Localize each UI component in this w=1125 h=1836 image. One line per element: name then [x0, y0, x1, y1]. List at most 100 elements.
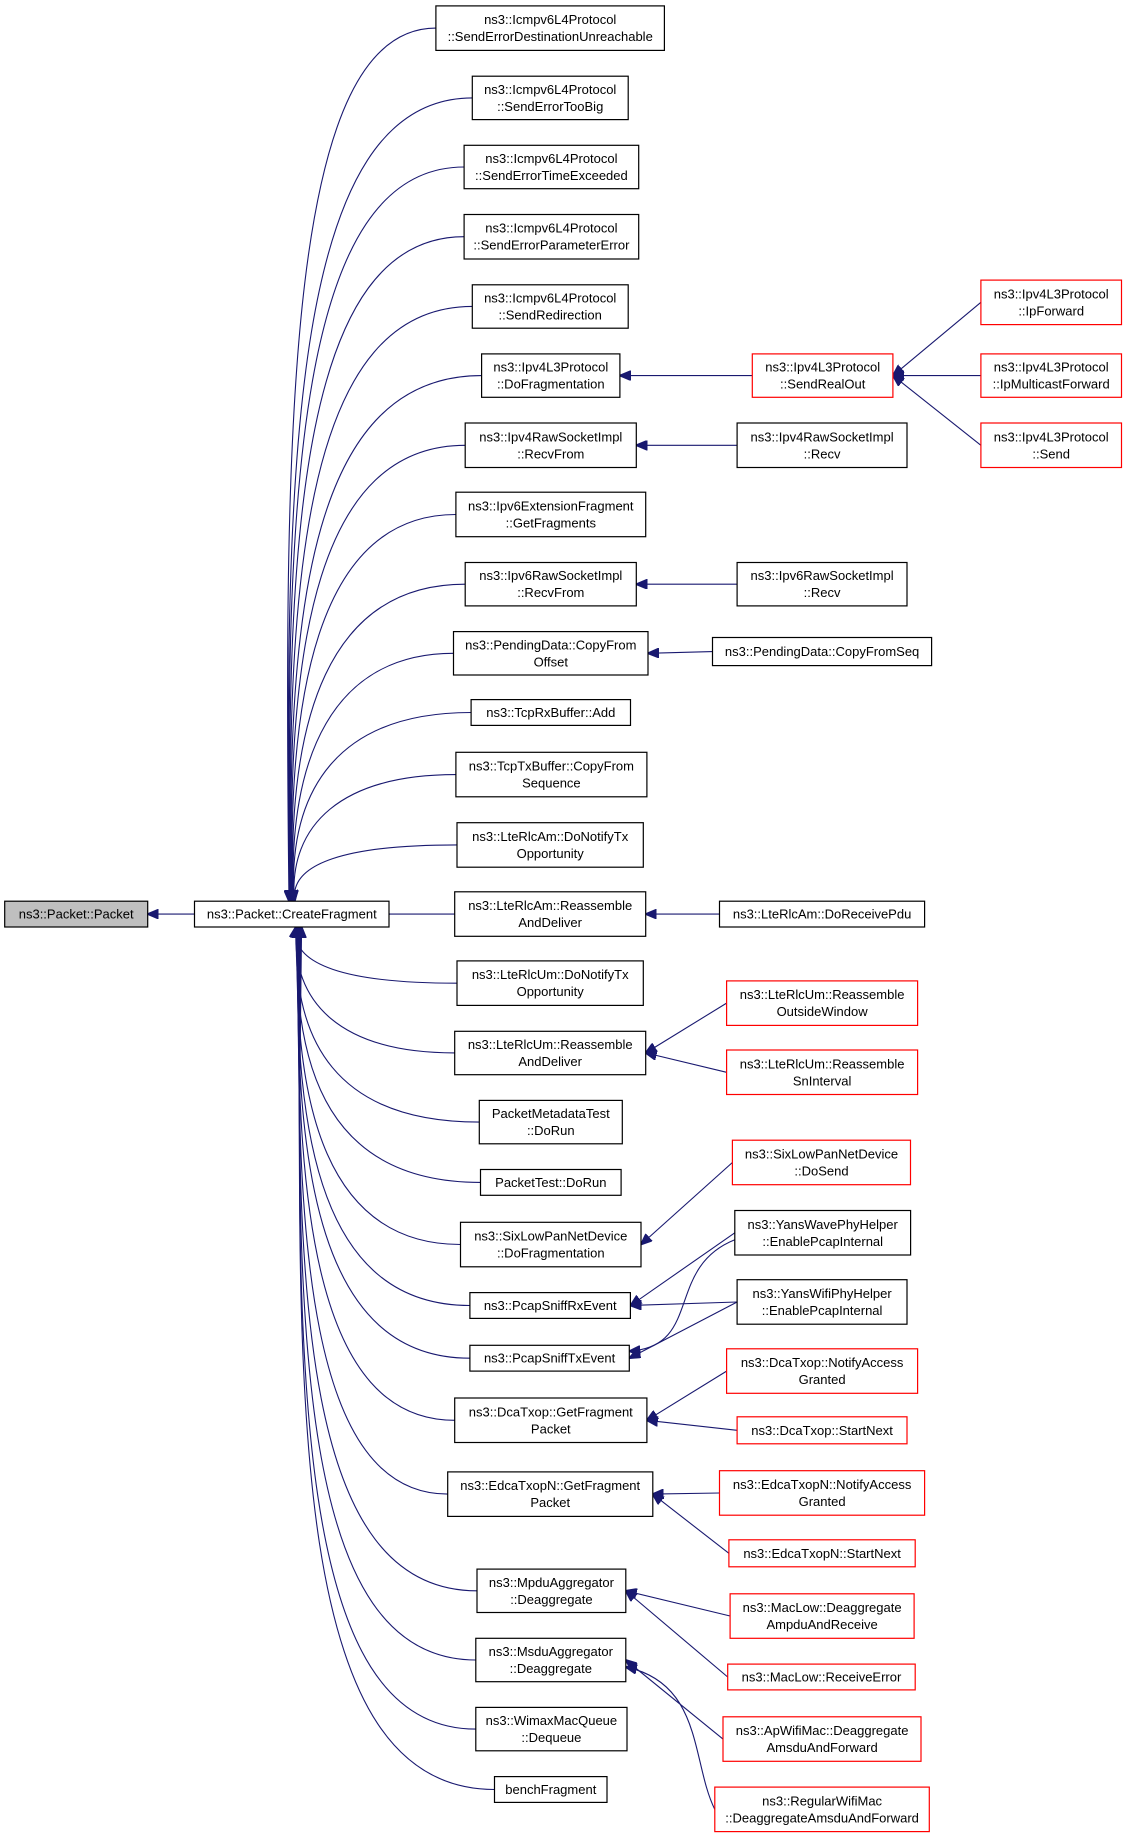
node-box — [725, 1348, 919, 1394]
edge-edca-getfrag-to-createfragment — [298, 927, 448, 1495]
node-wimax-dequeue[interactable]: ns3::WimaxMacQueue::Dequeue — [475, 1706, 628, 1752]
node-label-line: ::Send — [1032, 446, 1070, 461]
edge-rlcum-sninterval-to-rlcum-reassemble — [646, 1053, 727, 1073]
node-ipv4raw-recvfrom[interactable]: ns3::Ipv4RawSocketImpl::RecvFrom — [464, 422, 637, 469]
node-ipv6raw-recvfrom[interactable]: ns3::Ipv6RawSocketImpl::RecvFrom — [464, 561, 637, 607]
node-label-line: ns3::LteRlcUm::Reassemble — [740, 987, 905, 1002]
node-pcap-tx[interactable]: ns3::PcapSniffTxEvent — [469, 1344, 630, 1372]
node-label-line: ::SendRedirection — [499, 307, 602, 322]
node-label-line: AmpduAndReceive — [766, 1617, 877, 1632]
node-label-line: AmsduAndForward — [766, 1740, 877, 1755]
node-pmt-dorun[interactable]: PacketMetadataTest::DoRun — [478, 1099, 623, 1145]
node-ipv4-ipforward[interactable]: ns3::Ipv4L3Protocol::IpForward — [980, 279, 1123, 326]
edge-rlcum-reassemble-to-createfragment — [296, 927, 455, 1054]
node-yanswifi[interactable]: ns3::YansWifiPhyHelper::EnablePcapIntern… — [736, 1279, 908, 1325]
node-icmp-time[interactable]: ns3::Icmpv6L4Protocol::SendErrorTimeExce… — [463, 144, 640, 190]
node-label-line: ns3::PcapSniffRxEvent — [484, 1298, 617, 1313]
node-rlcam-receivepdu[interactable]: ns3::LteRlcAm::DoReceivePdu — [718, 900, 926, 928]
edge-yanswifi-to-pcap-tx — [629, 1301, 738, 1358]
node-box — [471, 284, 629, 329]
edge-sixlow-dofrag-to-createfragment — [297, 927, 461, 1246]
node-ap-deagg[interactable]: ns3::ApWifiMac::DeaggregateAmsduAndForwa… — [722, 1716, 922, 1762]
node-label-line: ::IpForward — [1018, 303, 1084, 318]
node-label-line: ns3::TcpRxBuffer::Add — [486, 705, 615, 720]
node-regular-deagg[interactable]: ns3::RegularWifiMac::DeaggregateAmsduAnd… — [714, 1786, 930, 1833]
node-ipv4-ipmulticast[interactable]: ns3::Ipv4L3Protocol::IpMulticastForward — [980, 353, 1123, 398]
node-packet[interactable]: ns3::Packet::Packet — [4, 900, 149, 928]
node-box — [456, 960, 644, 1007]
node-pt-dorun[interactable]: PacketTest::DoRun — [479, 1168, 622, 1196]
edge-pcap-tx-to-createfragment — [298, 927, 470, 1359]
node-box — [470, 698, 632, 726]
node-bench[interactable]: benchFragment — [493, 1775, 608, 1803]
node-label-line: ns3::Icmpv6L4Protocol — [485, 151, 617, 166]
node-yanswave[interactable]: ns3::YansWavePhyHelper::EnablePcapIntern… — [734, 1209, 912, 1256]
edge-ap-deagg-to-msdu-deagg — [626, 1660, 724, 1740]
node-maclow-rxerror[interactable]: ns3::MacLow::ReceiveError — [727, 1663, 916, 1691]
edge-dca-startnext-to-dca-getfrag — [647, 1420, 738, 1431]
edge-rlcum-outside-to-rlcum-reassemble — [646, 1002, 727, 1053]
edge-regular-deagg-to-msdu-deagg — [626, 1667, 716, 1810]
node-label-line: ns3::SixLowPanNetDevice — [745, 1147, 898, 1162]
node-label-line: ns3::Packet::Packet — [19, 907, 134, 922]
node-ipv4-sendrealout[interactable]: ns3::Ipv4L3Protocol::SendRealOut — [751, 353, 894, 398]
node-label-line: ns3::MacLow::Deaggregate — [743, 1600, 902, 1615]
node-box — [711, 636, 933, 667]
node-msdu-deagg[interactable]: ns3::MsduAggregator::Deaggregate — [475, 1637, 627, 1683]
node-label-line: ns3::DcaTxop::NotifyAccess — [741, 1355, 904, 1370]
node-icmp-param[interactable]: ns3::Icmpv6L4Protocol::SendErrorParamete… — [463, 213, 640, 260]
node-box — [454, 891, 647, 937]
node-box — [736, 1416, 908, 1445]
node-icmp-toobig[interactable]: ns3::Icmpv6L4Protocol::SendErrorTooBig — [471, 75, 629, 121]
node-icmp-redir[interactable]: ns3::Icmpv6L4Protocol::SendRedirection — [471, 284, 629, 329]
node-label-line: ns3::Ipv4RawSocketImpl — [479, 429, 622, 444]
node-icmp-dest[interactable]: ns3::Icmpv6L4Protocol::SendErrorDestinat… — [435, 5, 665, 52]
node-label-line: ns3::Icmpv6L4Protocol — [484, 12, 616, 27]
node-box — [727, 1663, 916, 1691]
node-label-line: ::DoFragmentation — [497, 377, 605, 392]
node-pcap-rx[interactable]: ns3::PcapSniffRxEvent — [469, 1291, 631, 1319]
node-createfragment[interactable]: ns3::Packet::CreateFragment — [193, 900, 390, 928]
node-box — [479, 1168, 622, 1196]
node-label-line: Sequence — [522, 776, 581, 791]
node-box — [731, 1139, 912, 1186]
node-pending-copyfromseq[interactable]: ns3::PendingData::CopyFromSeq — [711, 636, 933, 667]
node-mpdu-deagg[interactable]: ns3::MpduAggregator::Deaggregate — [476, 1568, 627, 1614]
node-label-line: ::RecvFrom — [517, 585, 584, 600]
edge-tcptx-copyfrom-to-createfragment — [294, 774, 456, 902]
node-box — [435, 5, 665, 52]
edge-maclow-rxerror-to-mpdu-deagg — [626, 1591, 729, 1678]
node-dca-startnext[interactable]: ns3::DcaTxop::StartNext — [736, 1416, 908, 1445]
node-label-line: benchFragment — [505, 1782, 596, 1797]
node-label-line: ::SendErrorParameterError — [473, 238, 630, 253]
node-ipv6raw-recv[interactable]: ns3::Ipv6RawSocketImpl::Recv — [736, 561, 908, 607]
edge-ipv4-ipforward-to-ipv4-sendrealout — [893, 301, 982, 375]
node-box — [718, 900, 926, 928]
node-tcprx-add[interactable]: ns3::TcpRxBuffer::Add — [470, 698, 632, 726]
node-edca-startnext[interactable]: ns3::EdcaTxopN::StartNext — [728, 1539, 916, 1568]
node-label-line: ::Deaggregate — [510, 1661, 592, 1676]
node-ipv4raw-recv[interactable]: ns3::Ipv4RawSocketImpl::Recv — [736, 422, 908, 469]
node-label-line: ::DoSend — [794, 1164, 848, 1179]
node-sixlow-dosend[interactable]: ns3::SixLowPanNetDevice::DoSend — [731, 1139, 912, 1186]
node-ipv6ext-getfrag[interactable]: ns3::Ipv6ExtensionFragment::GetFragments — [455, 491, 647, 538]
node-sixlow-dofrag[interactable]: ns3::SixLowPanNetDevice::DoFragmentation — [459, 1221, 642, 1268]
node-ipv4-dofrag[interactable]: ns3::Ipv4L3Protocol::DoFragmentation — [481, 353, 621, 398]
node-label-line: ns3::LteRlcUm::Reassemble — [468, 1037, 633, 1052]
node-label-line: ::SendErrorDestinationUnreachable — [448, 29, 653, 44]
node-ipv4-send[interactable]: ns3::Ipv4L3Protocol::Send — [980, 422, 1123, 469]
